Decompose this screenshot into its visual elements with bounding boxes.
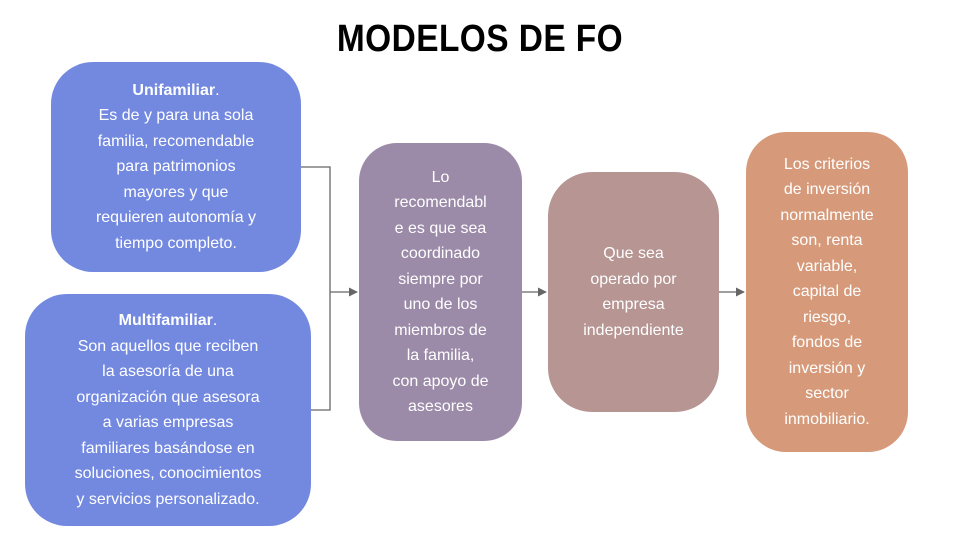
node-unifamiliar-text: Es de y para una sola familia, recomenda… bbox=[95, 107, 257, 252]
node-operado: Que sea operado por empresa independient… bbox=[548, 172, 719, 412]
node-recomendable: Lo recomendabl e es que sea coordinado s… bbox=[359, 143, 522, 441]
node-operado-text: Que sea operado por empresa independient… bbox=[583, 245, 684, 339]
node-unifamiliar-heading: Unifamiliar bbox=[132, 81, 216, 99]
node-criterios-text: Los criterios de inversión normalmente s… bbox=[780, 155, 874, 428]
node-unifamiliar: Unifamiliar. Es de y para una sola famil… bbox=[51, 62, 301, 272]
node-multifamiliar-text: Son aquellos que reciben la asesoría de … bbox=[74, 337, 262, 508]
node-multifamiliar-heading: Multifamiliar bbox=[118, 312, 213, 329]
node-criterios: Los criterios de inversión normalmente s… bbox=[746, 132, 908, 452]
node-recomendable-text: Lo recomendabl e es que sea coordinado s… bbox=[392, 168, 489, 416]
diagram-title: MODELOS DE FO bbox=[336, 18, 624, 60]
connector-unifamiliar bbox=[301, 166, 331, 292]
node-unifamiliar-heading-suffix: . bbox=[215, 81, 220, 99]
node-multifamiliar: Multifamiliar. Son aquellos que reciben … bbox=[25, 294, 311, 526]
node-multifamiliar-heading-suffix: . bbox=[212, 312, 218, 329]
connector-multifamiliar bbox=[311, 292, 331, 411]
